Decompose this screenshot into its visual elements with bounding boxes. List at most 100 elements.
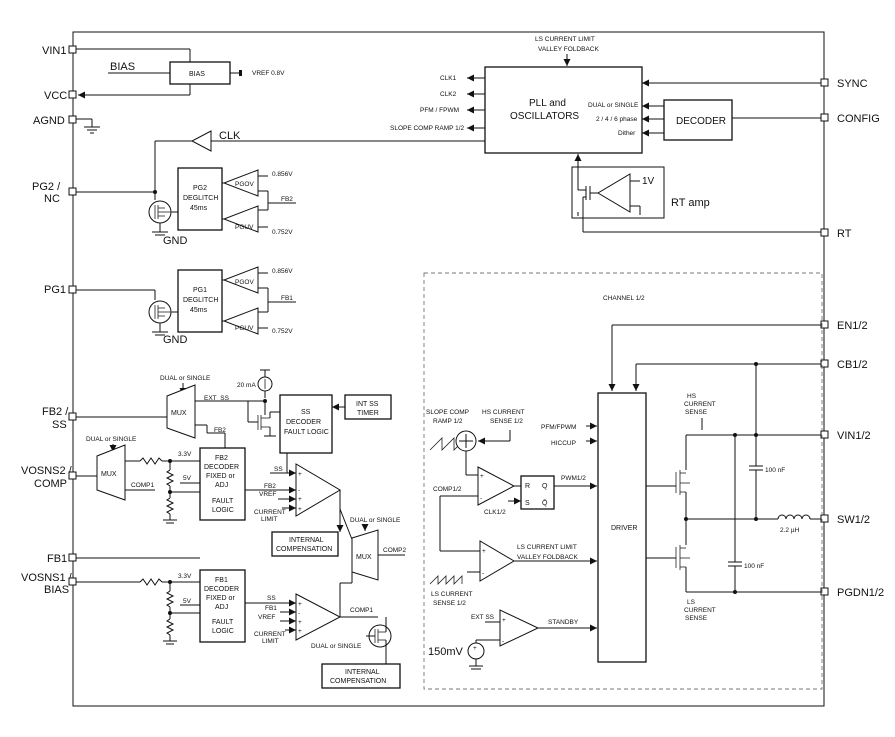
- rt-amp-section: 1V RT amp: [571, 154, 821, 233]
- svg-text:COMP1: COMP1: [350, 607, 374, 614]
- svg-text:VIN1/2: VIN1/2: [837, 430, 871, 442]
- svg-text:VALLEY FOLDBACK: VALLEY FOLDBACK: [517, 554, 578, 561]
- svg-text:CB1/2: CB1/2: [837, 359, 868, 371]
- svg-text:LIMIT: LIMIT: [262, 638, 279, 645]
- svg-text:INT SS: INT SS: [356, 401, 379, 408]
- svg-text:RAMP 1/2: RAMP 1/2: [433, 418, 463, 425]
- svg-text:SENSE 1/2: SENSE 1/2: [490, 418, 523, 425]
- pin-en: EN1/2: [820, 320, 868, 332]
- svg-text:LS CURRENT LIMIT: LS CURRENT LIMIT: [535, 36, 595, 43]
- svg-text:SLOPE COMP: SLOPE COMP: [426, 409, 469, 416]
- svg-text:0.752V: 0.752V: [272, 229, 293, 236]
- pin-rt: RT: [820, 228, 852, 240]
- svg-text:R: R: [525, 483, 530, 490]
- svg-text:SYNC: SYNC: [837, 78, 868, 90]
- svg-text:Dither: Dither: [618, 130, 636, 137]
- driver-block: [597, 392, 647, 663]
- ch2-int-comp-box: [271, 531, 339, 557]
- pg1-section: GND PG1 DEGLITCH 45ms PGOV PGUV 0.856V F…: [76, 266, 296, 346]
- svg-text:VREF 0.8V: VREF 0.8V: [252, 70, 285, 77]
- svg-text:PGOV: PGOV: [235, 279, 254, 286]
- svg-text:FB1: FB1: [281, 295, 293, 302]
- pin-config: CONFIG: [820, 113, 880, 125]
- svg-text:FB2: FB2: [215, 455, 228, 462]
- svg-text:DECODER: DECODER: [204, 464, 239, 471]
- svg-text:COMP1/2: COMP1/2: [433, 486, 462, 493]
- svg-text:FB2 /: FB2 /: [42, 406, 69, 418]
- svg-text:DUAL or SINGLE: DUAL or SINGLE: [350, 517, 401, 524]
- svg-text:DUAL or SINGLE: DUAL or SINGLE: [588, 102, 639, 109]
- svg-text:OSCILLATORS: OSCILLATORS: [510, 111, 579, 122]
- svg-text:LIMIT: LIMIT: [261, 516, 278, 523]
- svg-text:+: +: [298, 506, 302, 513]
- svg-text:SENSE: SENSE: [685, 409, 708, 416]
- svg-text:DEGLITCH: DEGLITCH: [183, 297, 218, 304]
- svg-text:DECODER: DECODER: [204, 586, 239, 593]
- pin-pgdn: PGDN1/2: [820, 587, 884, 599]
- pin-sw: SW1/2: [820, 514, 870, 526]
- clk-buffer: CLK: [154, 130, 485, 192]
- svg-text:LOGIC: LOGIC: [212, 628, 234, 635]
- svg-text:150mV: 150mV: [428, 646, 464, 658]
- svg-text:TIMER: TIMER: [357, 410, 379, 417]
- svg-text:FB1: FB1: [215, 577, 228, 584]
- svg-text:PGOV: PGOV: [235, 181, 254, 188]
- pg2-section: GND PG2 DEGLITCH 45ms PGOV PGUV 0.856V F…: [76, 167, 296, 247]
- svg-text:RT: RT: [837, 228, 852, 240]
- svg-text:DECODER: DECODER: [286, 419, 321, 426]
- pg2-deglitch-box: [177, 167, 223, 231]
- svg-text:STANDBY: STANDBY: [548, 619, 579, 626]
- pin-pg1: PG1: [44, 284, 77, 296]
- ic-boundary: [72, 31, 825, 707]
- svg-text:INTERNAL: INTERNAL: [289, 537, 324, 544]
- svg-text:0.856V: 0.856V: [272, 171, 293, 178]
- svg-text:RT amp: RT amp: [671, 197, 710, 209]
- svg-text:CLK: CLK: [219, 130, 241, 142]
- svg-text:DUAL or SINGLE: DUAL or SINGLE: [311, 643, 362, 650]
- svg-text:CURRENT: CURRENT: [254, 509, 286, 516]
- svg-text:HICCUP: HICCUP: [551, 440, 576, 447]
- ch1-int-comp-box: [321, 663, 401, 689]
- svg-text:PGUV: PGUV: [235, 325, 254, 332]
- svg-text:EN1/2: EN1/2: [837, 320, 868, 332]
- svg-text:DRIVER: DRIVER: [611, 525, 637, 532]
- svg-text:PLL and: PLL and: [529, 98, 566, 109]
- svg-text:Q: Q: [542, 483, 548, 490]
- svg-text:-: -: [480, 495, 482, 502]
- svg-text:SS: SS: [267, 595, 276, 602]
- pwm-comparator: [477, 466, 516, 506]
- svg-text:VOSNS1 /: VOSNS1 /: [21, 572, 73, 584]
- svg-text:+: +: [298, 628, 302, 635]
- svg-text:-: -: [298, 487, 300, 494]
- svg-text:-: -: [298, 610, 300, 617]
- svg-text:MUX: MUX: [101, 471, 117, 478]
- pin-vosns1-bias: VOSNS1 / BIAS: [21, 572, 77, 596]
- svg-text:SW1/2: SW1/2: [837, 514, 870, 526]
- svg-text:PWM1/2: PWM1/2: [561, 475, 586, 482]
- svg-text:LS CURRENT LIMIT: LS CURRENT LIMIT: [517, 544, 577, 551]
- svg-text:LS: LS: [687, 599, 696, 606]
- pin-vosns2-comp: VOSNS2 / COMP: [21, 465, 77, 490]
- svg-text:CLK1: CLK1: [440, 75, 457, 82]
- standby-comparator: [499, 609, 540, 647]
- ss-decoder-box: [279, 394, 333, 454]
- svg-text:FB1: FB1: [265, 605, 277, 612]
- channel-section: DRIVER SLOPE COMP RAMP 1/2 HS CURRENT SE…: [426, 324, 821, 670]
- ch1-error-amp: [295, 593, 342, 641]
- svg-text:CURRENT: CURRENT: [684, 607, 716, 614]
- svg-text:SLOPE COMP RAMP 1/2: SLOPE COMP RAMP 1/2: [390, 125, 465, 132]
- comp2-mux-section: DUAL or SINGLE MUX COMP2: [350, 517, 407, 583]
- svg-text:LOGIC: LOGIC: [212, 507, 234, 514]
- svg-text:PG2 /: PG2 /: [32, 181, 61, 193]
- pin-pg2-nc: PG2 / NC: [32, 181, 77, 205]
- svg-text:DUAL or SINGLE: DUAL or SINGLE: [86, 436, 137, 443]
- ch2-error-amp: [295, 463, 341, 517]
- svg-text:SS: SS: [274, 466, 283, 473]
- svg-text:PG1: PG1: [44, 284, 66, 296]
- pll-block: [484, 66, 643, 154]
- pin-fb1: FB1: [47, 553, 77, 565]
- vosns2-mux: [96, 444, 126, 501]
- svg-text:100 nF: 100 nF: [765, 467, 785, 474]
- svg-text:VALLEY FOLDBACK: VALLEY FOLDBACK: [538, 46, 599, 53]
